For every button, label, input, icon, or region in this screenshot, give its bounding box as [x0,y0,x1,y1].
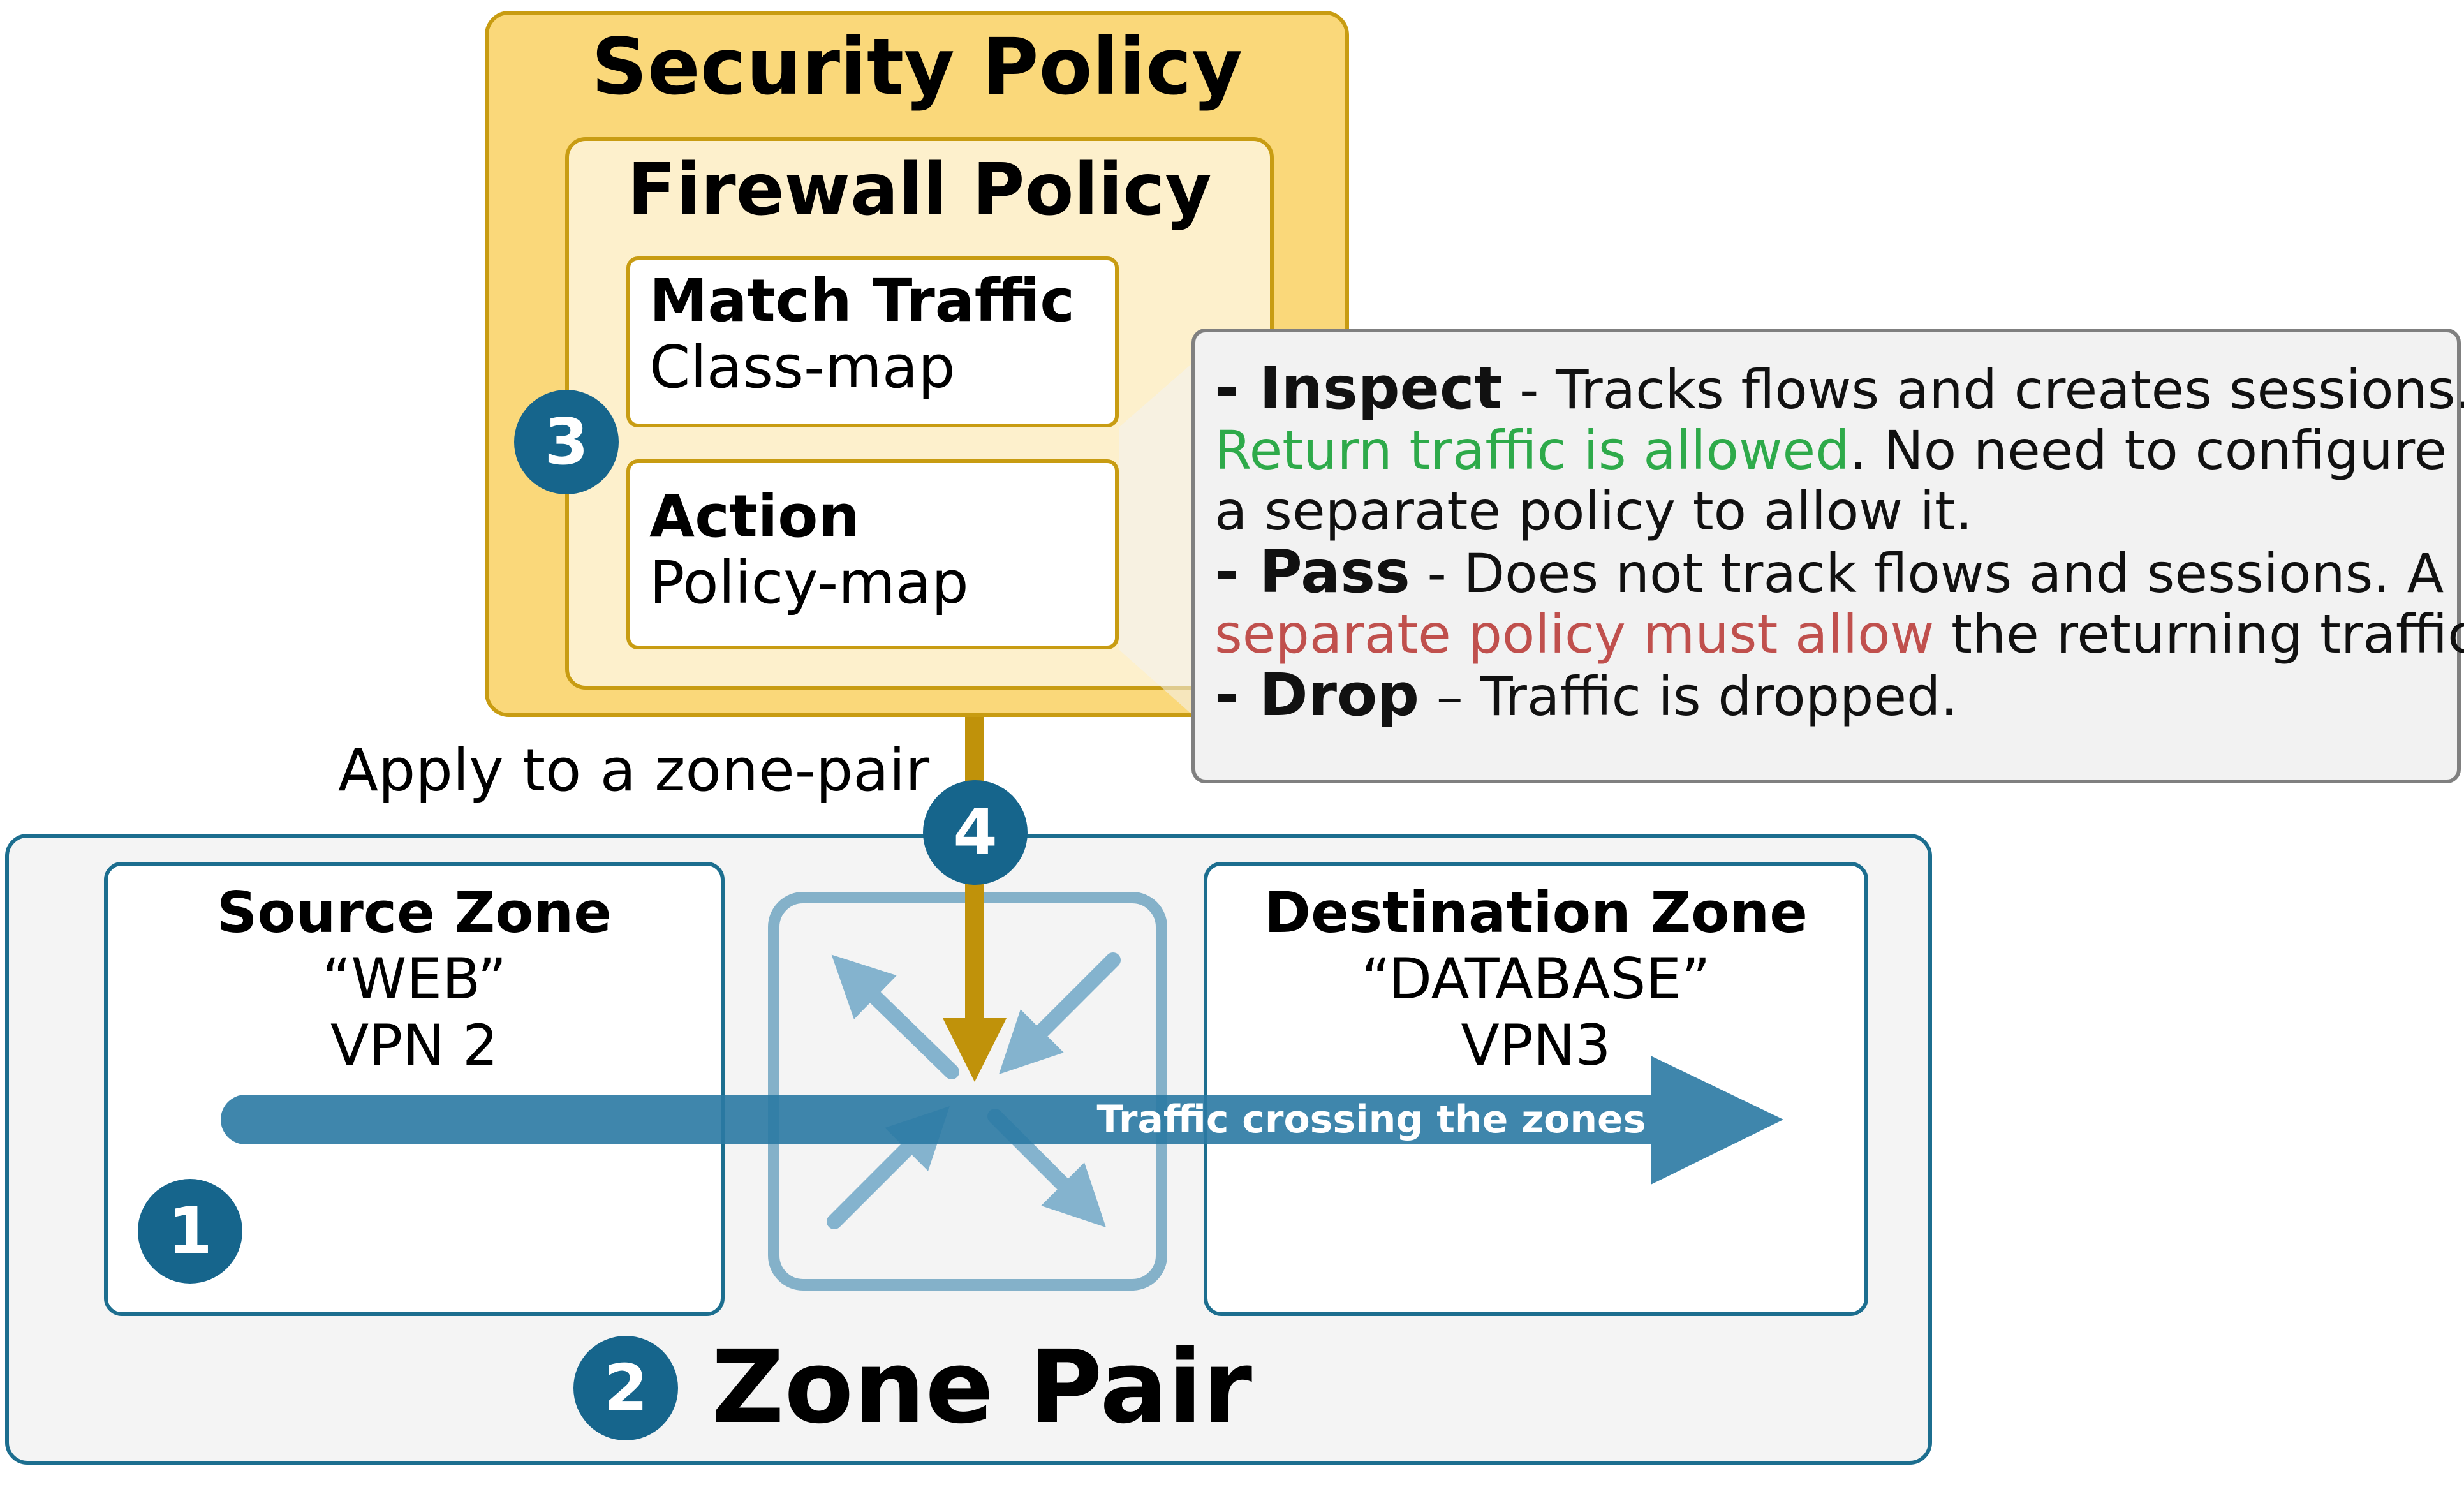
inspect-description-2: . No need to configure [1849,419,2447,482]
source-zone-name: “WEB” [321,946,507,1012]
action-title: Action [649,482,860,551]
return-traffic-allowed: Return traffic is allowed [1214,419,1850,482]
pass-description-2: the returning traffic. [1934,603,2464,665]
match-traffic-box: Match Traffic Class-map [626,256,1119,427]
pass-line-2: separate policy must allow the returning… [1214,603,2464,665]
source-zone-title: Source Zone [217,880,612,945]
action-box: Action Policy-map [626,459,1119,649]
separate-policy-must-allow: separate policy must allow [1214,603,1935,665]
policy-map-label: Policy-map [649,549,969,617]
traffic-arrow-icon [221,1056,1783,1185]
drop-keyword: - Drop [1214,661,1420,729]
inspect-line-3: a separate policy to allow it. [1214,480,1973,542]
match-traffic-title: Match Traffic [649,267,1075,335]
zone-pair-label: Zone Pair [711,1329,1253,1446]
security-policy-title: Security Policy [591,22,1243,112]
destination-zone: Destination Zone “DATABASE” VPN3 [1204,862,1868,1316]
source-zone-vpn: VPN 2 [330,1012,499,1078]
apply-to-zone-pair-label: Apply to a zone-pair [338,736,930,804]
destination-zone-name: “DATABASE” [1361,946,1711,1012]
inspect-keyword: - Inspect [1214,354,1503,422]
inspect-line-2: Return traffic is allowed. No need to co… [1214,420,2457,481]
destination-zone-vpn: VPN3 [1461,1012,1611,1078]
drop-description: – Traffic is dropped. [1419,665,1958,728]
pass-line-1: - Pass - Does not track flows and sessio… [1214,542,2457,604]
action-options-callout: - Inspect - Tracks flows and creates ses… [1191,329,2464,783]
destination-zone-title: Destination Zone [1264,880,1808,945]
drop-line-1: - Drop – Traffic is dropped. [1214,665,2457,727]
inspect-line-1: - Inspect - Tracks flows and creates ses… [1214,358,2464,420]
step-4-badge: 4 [923,780,1028,885]
class-map-label: Class-map [649,333,955,401]
step-1-badge: 1 [138,1179,242,1284]
router-box [768,892,1167,1291]
inspect-description: - Tracks flows and creates sessions. [1502,359,2464,421]
traffic-label: Traffic crossing the zones [1096,1097,1646,1142]
firewall-policy-title: Firewall Policy [627,149,1212,232]
pass-description: - Does not track flows and sessions. A [1410,542,2444,605]
step-2-badge: 2 [573,1336,678,1440]
pass-keyword: - Pass [1214,538,1410,606]
step-3-badge: 3 [514,390,619,494]
